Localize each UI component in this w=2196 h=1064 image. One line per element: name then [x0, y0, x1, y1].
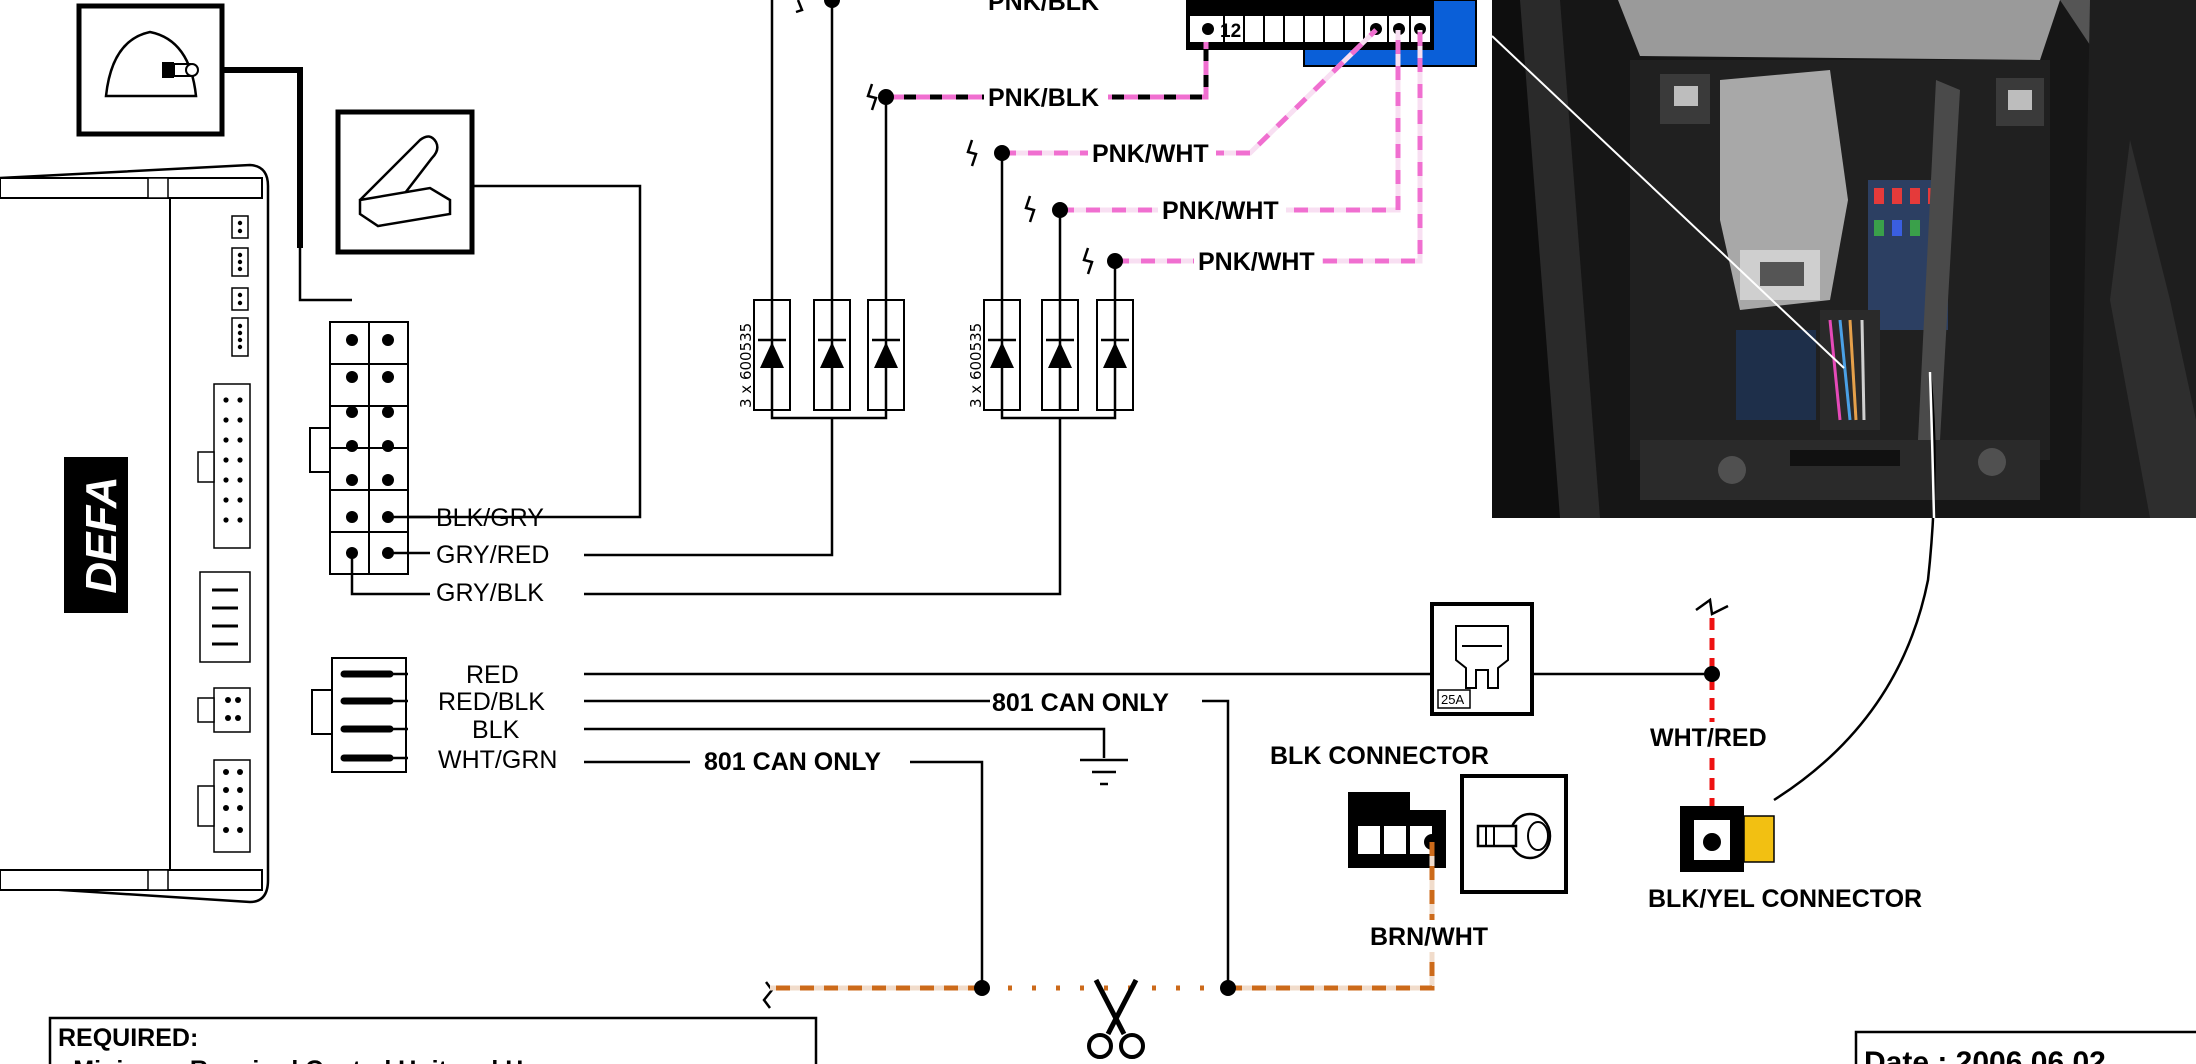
blk-yel-connector: [1680, 806, 1775, 872]
harness-connector-b: [311, 657, 408, 773]
fuse-box-photo: [1492, 0, 2196, 518]
power-wires: [584, 672, 1710, 988]
scissors-icon: [1087, 978, 1145, 1059]
can-note-2: 801 CAN ONLY: [704, 748, 881, 776]
defa-logo: DEFA: [77, 476, 126, 593]
top-wire-label: PNK/BLK: [988, 0, 1099, 16]
blk-connector: [1348, 792, 1446, 868]
blk-connector-label: BLK CONNECTOR: [1270, 742, 1489, 770]
ground-symbol: [1080, 758, 1128, 786]
wire-label-wht-grn: WHT/GRN: [438, 746, 557, 774]
date-text: Date : 2006.06.02: [1864, 1046, 2106, 1064]
wire-label-wht-red: WHT/RED: [1650, 724, 1767, 752]
wire-label-blk: BLK: [472, 716, 520, 744]
wire-label-pnk-wht-1: PNK/WHT: [1092, 140, 1209, 168]
wire-label-red: RED: [466, 661, 519, 689]
wire-label-pnk-blk: PNK/BLK: [988, 84, 1099, 112]
ignition-key-icon: [1460, 774, 1568, 894]
wire-break-marks: [762, 0, 1729, 1009]
harness-connector-a: [309, 321, 430, 596]
connector-pin-number: 12: [1220, 21, 1241, 42]
wire-label-blk-gry: BLK/GRY: [436, 504, 544, 532]
handbrake-icon: [335, 109, 475, 255]
hood-switch-icon: [76, 3, 225, 137]
fuse-rating: 25A: [1441, 692, 1464, 707]
brn-wht-wire: [770, 842, 1435, 991]
blk-yel-connector-label: BLK/YEL CONNECTOR: [1648, 885, 1922, 913]
required-heading: REQUIRED:: [58, 1024, 198, 1052]
wire-label-pnk-wht-2: PNK/WHT: [1162, 197, 1279, 225]
can-note-1: 801 CAN ONLY: [992, 689, 1169, 717]
diode-pack-label-left: 3 x 600535: [737, 323, 755, 408]
wire-label-red-blk: RED/BLK: [438, 688, 545, 716]
required-box: REQUIRED: - Minimum Required Central Uni…: [48, 1016, 818, 1064]
wire-label-gry-red: GRY/RED: [436, 541, 549, 569]
vehicle-connector: 12: [1186, 0, 1477, 67]
date-box: Date : 2006.06.02: [1854, 1030, 2196, 1064]
diode-pack-left: 3 x 600535: [584, 0, 905, 557]
wire-label-pnk-wht-3: PNK/WHT: [1198, 248, 1315, 276]
wire-label-gry-blk: GRY/BLK: [436, 579, 544, 607]
fuse-25a: 25A: [1430, 602, 1534, 716]
diode-pack-label-right: 3 x 600535: [967, 323, 985, 408]
wire-label-brn-wht: BRN/WHT: [1370, 923, 1488, 951]
central-unit: DEFA: [0, 163, 270, 904]
diode-pack-right: 3 x 600535: [584, 145, 1134, 596]
required-item: - Minimum Required Central Unit and Harn…: [58, 1056, 604, 1064]
